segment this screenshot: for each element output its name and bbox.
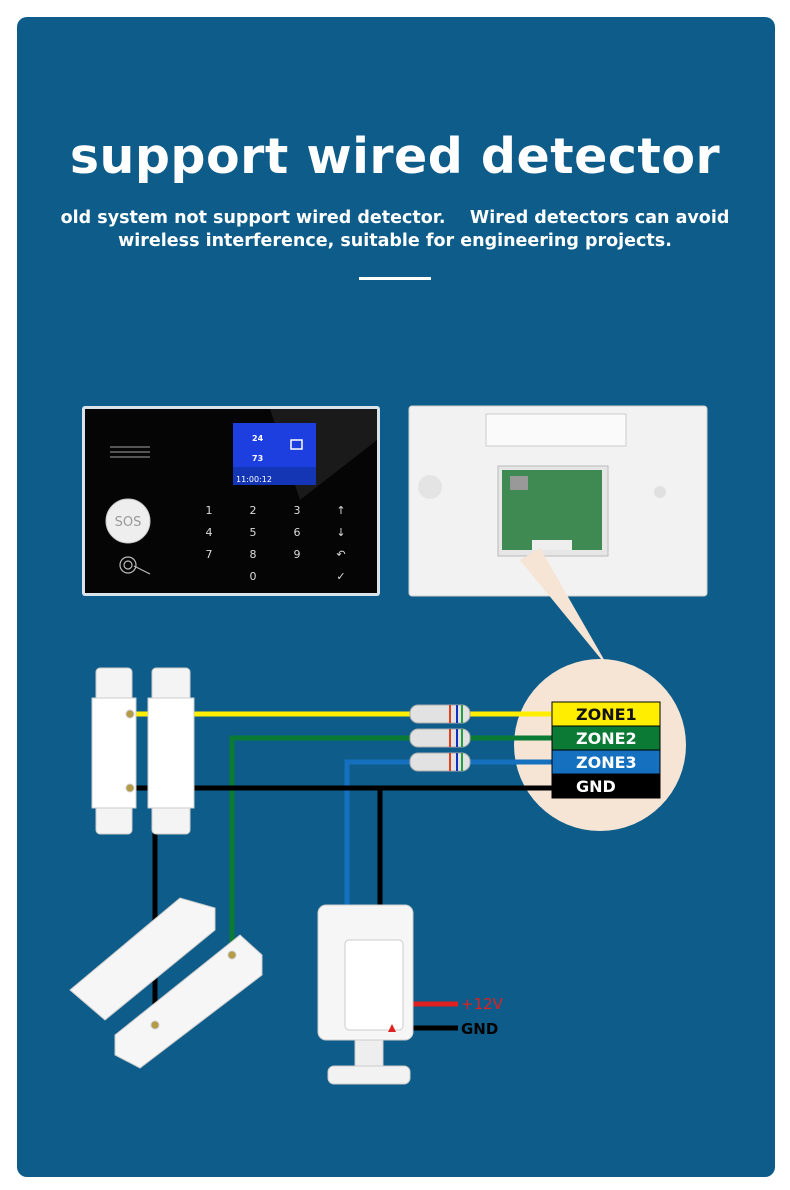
- terminal-zone1: [551, 701, 661, 727]
- resistor: [409, 704, 471, 724]
- terminal-label: ZONE3: [576, 753, 637, 772]
- page-title: support wired detector: [69, 128, 721, 185]
- pir-gnd-label: GND: [461, 1020, 498, 1038]
- subtitle-line-2: wireless interference, suitable for engi…: [118, 231, 672, 251]
- keypad-key[interactable]: 9: [294, 548, 301, 561]
- unlock-icon: [290, 439, 303, 450]
- divider: [359, 277, 431, 280]
- rfid-icon: [119, 556, 151, 575]
- terminal-label: ZONE1: [576, 705, 637, 724]
- keypad-key[interactable]: 2: [250, 504, 257, 517]
- keypad-key[interactable]: 0: [250, 570, 257, 583]
- keypad-key[interactable]: ↓: [336, 526, 345, 539]
- subtitle: old system not support wired detector. W…: [0, 207, 790, 253]
- clock-readout: 11:00:12: [236, 475, 272, 484]
- keypad-key[interactable]: ↶: [336, 548, 345, 561]
- callout-pointer: [520, 548, 610, 670]
- keypad-key[interactable]: 1: [206, 504, 213, 517]
- terminal-label: ZONE2: [576, 729, 637, 748]
- humidity-readout: 73: [252, 454, 263, 463]
- keypad-key[interactable]: 3: [294, 504, 301, 517]
- terminal-gnd: [551, 773, 661, 799]
- keypad-key[interactable]: 7: [206, 548, 213, 561]
- wires: [130, 711, 552, 1031]
- door-magnetic-contact-1: [91, 667, 195, 835]
- terminal-label: GND: [576, 777, 616, 796]
- plus12v-label: +12V: [461, 995, 504, 1013]
- sos-label: SOS: [115, 515, 142, 530]
- alarm-panel-front: 24 73 11:00:12 SOS 1 2 3 ↑ 4 5 6 ↓ 7 8 9 ↶ 0 ✓: [82, 406, 380, 596]
- keypad-key[interactable]: 8: [250, 548, 257, 561]
- terminal-zone3: [551, 749, 661, 775]
- alarm-panel-back: [408, 405, 708, 597]
- door-magnetic-contact-2: [69, 897, 263, 1069]
- keypad-key[interactable]: 5: [250, 526, 257, 539]
- temperature-readout: 24: [252, 434, 264, 443]
- keypad-key[interactable]: 6: [294, 526, 301, 539]
- resistor: [409, 728, 471, 748]
- pir-motion-sensor: [317, 904, 414, 1085]
- speaker-grille: [110, 446, 150, 458]
- keypad-key[interactable]: ✓: [336, 570, 345, 583]
- keypad-key[interactable]: ↑: [336, 504, 345, 517]
- resistors: [409, 704, 471, 772]
- subtitle-line-1: old system not support wired detector. W…: [60, 208, 730, 228]
- sos-button[interactable]: [105, 498, 151, 544]
- terminal-zone2: [551, 725, 661, 751]
- resistor: [409, 752, 471, 772]
- zone3-wire: [344, 759, 552, 905]
- keypad-key[interactable]: 4: [206, 526, 213, 539]
- keypad: 1 2 3 ↑ 4 5 6 ↓ 7 8 9 ↶ 0 ✓: [206, 504, 346, 583]
